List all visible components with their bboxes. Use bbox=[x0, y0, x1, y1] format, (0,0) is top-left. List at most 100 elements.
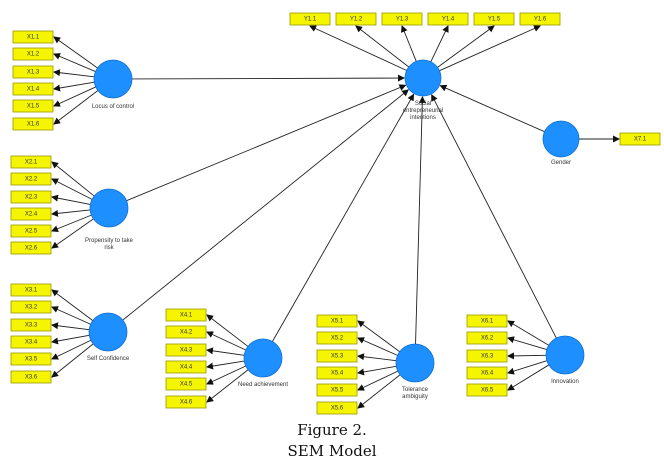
loading-arrow-Y1.6 bbox=[439, 25, 541, 72]
indicator-X2-4: X2.4 bbox=[10, 207, 52, 221]
latent-na: Need achievement bbox=[238, 338, 288, 388]
loading-arrow-X6.1 bbox=[507, 320, 549, 346]
loading-arrow-X2.1 bbox=[51, 161, 95, 197]
indicator-X3-1: X3.1 bbox=[10, 283, 52, 297]
svg-text:X2.3: X2.3 bbox=[25, 195, 38, 201]
path-LC-to-SEI bbox=[131, 74, 406, 82]
indicator-X1-2: X1.2 bbox=[12, 47, 54, 61]
loading-arrow-X4.3 bbox=[206, 347, 245, 356]
latent-label: entrepreneurial bbox=[403, 108, 443, 114]
latent-label: risk bbox=[104, 245, 114, 251]
latent-label: Self Confidence bbox=[87, 356, 130, 362]
loading-arrow-X3.1 bbox=[51, 289, 94, 321]
path-SC-to-SEI bbox=[122, 89, 409, 321]
loading-arrow-X1.3 bbox=[53, 69, 95, 78]
loading-arrow-X4.4 bbox=[206, 360, 245, 370]
indicator-X4-6: X4.6 bbox=[165, 395, 207, 409]
svg-text:X3.4: X3.4 bbox=[25, 340, 38, 346]
svg-text:X2.4: X2.4 bbox=[25, 212, 38, 218]
loading-arrow-X3.2 bbox=[51, 306, 91, 325]
path-PR-to-SEI bbox=[126, 84, 407, 202]
svg-text:X4.5: X4.5 bbox=[180, 382, 193, 388]
indicator-X3-2: X3.2 bbox=[10, 300, 52, 314]
indicator-X3-6: X3.6 bbox=[10, 370, 52, 384]
loading-arrow-X5.5 bbox=[357, 370, 399, 391]
indicator-Y1-6: Y1.6 bbox=[519, 12, 561, 26]
indicator-Y1-3: Y1.3 bbox=[381, 12, 423, 26]
indicator-X1-1: X1.1 bbox=[12, 30, 54, 44]
loading-arrow-X6.3 bbox=[507, 352, 547, 360]
svg-text:Y1.3: Y1.3 bbox=[396, 17, 409, 23]
loading-arrow-X2.4 bbox=[51, 209, 91, 217]
svg-text:X3.5: X3.5 bbox=[25, 357, 38, 363]
loading-arrow-X1.1 bbox=[53, 36, 98, 69]
svg-text:X2.1: X2.1 bbox=[25, 160, 38, 166]
svg-text:Y1.4: Y1.4 bbox=[442, 17, 455, 23]
indicator-X4-4: X4.4 bbox=[165, 360, 207, 374]
indicator-X6-5: X6.5 bbox=[466, 383, 508, 397]
latent-label: Locus of control bbox=[92, 104, 134, 110]
loading-arrow-X4.5 bbox=[206, 365, 246, 385]
loading-arrow-X1.4 bbox=[53, 81, 95, 92]
indicator-X1-5: X1.5 bbox=[12, 99, 54, 113]
svg-text:X4.3: X4.3 bbox=[180, 348, 193, 354]
svg-text:X2.5: X2.5 bbox=[25, 229, 38, 235]
indicator-X5-4: X5.4 bbox=[316, 366, 358, 380]
loading-arrow-Y1.2 bbox=[355, 25, 410, 68]
indicator-X3-3: X3.3 bbox=[10, 318, 52, 332]
indicator-X5-3: X5.3 bbox=[316, 349, 358, 363]
latent-label: Innovation bbox=[551, 379, 579, 385]
svg-text:Y1.1: Y1.1 bbox=[304, 17, 317, 23]
loading-arrow-X4.2 bbox=[206, 331, 246, 351]
svg-text:X1.3: X1.3 bbox=[27, 70, 40, 76]
loading-arrow-X1.5 bbox=[53, 86, 96, 107]
svg-text:X5.6: X5.6 bbox=[331, 406, 344, 412]
svg-text:X7.1: X7.1 bbox=[634, 137, 647, 143]
indicator-X6-1: X6.1 bbox=[466, 314, 508, 328]
loading-arrow-Y1.4 bbox=[430, 25, 449, 62]
svg-text:X6.4: X6.4 bbox=[481, 371, 494, 377]
latent-label: ambiguity bbox=[402, 394, 428, 400]
svg-text:X5.5: X5.5 bbox=[331, 388, 344, 394]
svg-text:X4.4: X4.4 bbox=[180, 365, 193, 371]
loading-arrow-X5.6 bbox=[357, 374, 401, 409]
indicator-Y1-4: Y1.4 bbox=[427, 12, 469, 26]
svg-text:X1.6: X1.6 bbox=[27, 122, 40, 128]
indicator-X2-2: X2.2 bbox=[10, 172, 52, 186]
loading-arrow-X6.2 bbox=[507, 336, 547, 351]
svg-text:Y1.6: Y1.6 bbox=[534, 17, 547, 23]
svg-text:X3.1: X3.1 bbox=[25, 288, 38, 294]
indicator-X4-3: X4.3 bbox=[165, 343, 207, 357]
svg-text:X5.3: X5.3 bbox=[331, 354, 344, 360]
loading-arrow-X5.2 bbox=[357, 337, 398, 356]
svg-text:Y1.5: Y1.5 bbox=[488, 17, 501, 23]
path-IN-to-SEI bbox=[431, 94, 557, 339]
svg-text:X2.6: X2.6 bbox=[25, 246, 38, 252]
latent-label: intentions bbox=[410, 115, 436, 121]
loading-arrow-X5.4 bbox=[357, 365, 397, 376]
indicator-X4-1: X4.1 bbox=[165, 308, 207, 322]
indicator-Y1-5: Y1.5 bbox=[473, 12, 515, 26]
svg-text:X1.1: X1.1 bbox=[27, 35, 40, 41]
svg-text:X2.2: X2.2 bbox=[25, 177, 38, 183]
svg-text:X1.4: X1.4 bbox=[27, 87, 40, 93]
indicator-X5-2: X5.2 bbox=[316, 331, 358, 345]
indicator-X2-5: X2.5 bbox=[10, 224, 52, 238]
svg-text:X6.3: X6.3 bbox=[481, 354, 494, 360]
latent-label: Propensity to take bbox=[85, 238, 134, 244]
indicator-X1-4: X1.4 bbox=[12, 82, 54, 96]
svg-text:X1.5: X1.5 bbox=[27, 104, 40, 110]
figure-caption-line2: SEM Model bbox=[287, 442, 377, 460]
svg-text:X6.2: X6.2 bbox=[481, 336, 494, 342]
loading-arrow-X4.6 bbox=[206, 369, 249, 403]
loading-arrow-X5.3 bbox=[357, 353, 397, 362]
svg-text:X3.3: X3.3 bbox=[25, 323, 38, 329]
loading-arrow-X3.4 bbox=[51, 334, 90, 345]
svg-text:X3.2: X3.2 bbox=[25, 305, 38, 311]
indicator-X5-1: X5.1 bbox=[316, 314, 358, 328]
indicator-X3-5: X3.5 bbox=[10, 352, 52, 366]
indicator-X6-2: X6.2 bbox=[466, 331, 508, 345]
indicator-Y1-2: Y1.2 bbox=[335, 12, 377, 26]
